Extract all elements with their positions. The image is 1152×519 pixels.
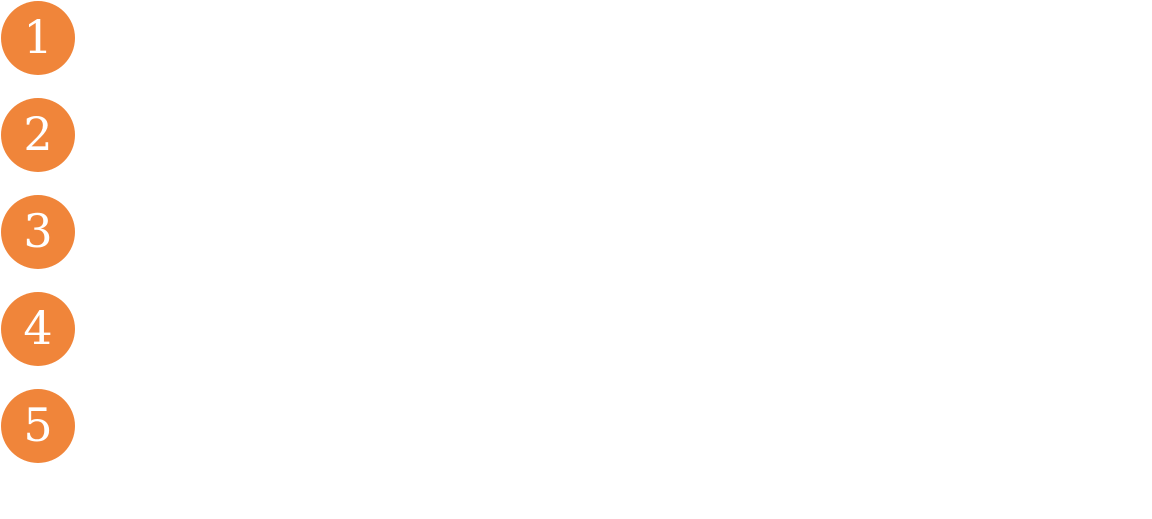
step-number: 3 bbox=[23, 204, 53, 258]
step-badge-1: 1 bbox=[1, 1, 75, 75]
numbered-steps-list: 1 2 3 4 5 bbox=[1, 1, 77, 463]
step-number: 5 bbox=[23, 398, 53, 452]
step-number: 2 bbox=[23, 107, 53, 161]
step-badge-3: 3 bbox=[1, 195, 75, 269]
step-number: 4 bbox=[23, 301, 53, 355]
step-badge-2: 2 bbox=[1, 98, 75, 172]
step-badge-4: 4 bbox=[1, 292, 75, 366]
step-number: 1 bbox=[23, 10, 53, 64]
step-badge-5: 5 bbox=[1, 389, 75, 463]
